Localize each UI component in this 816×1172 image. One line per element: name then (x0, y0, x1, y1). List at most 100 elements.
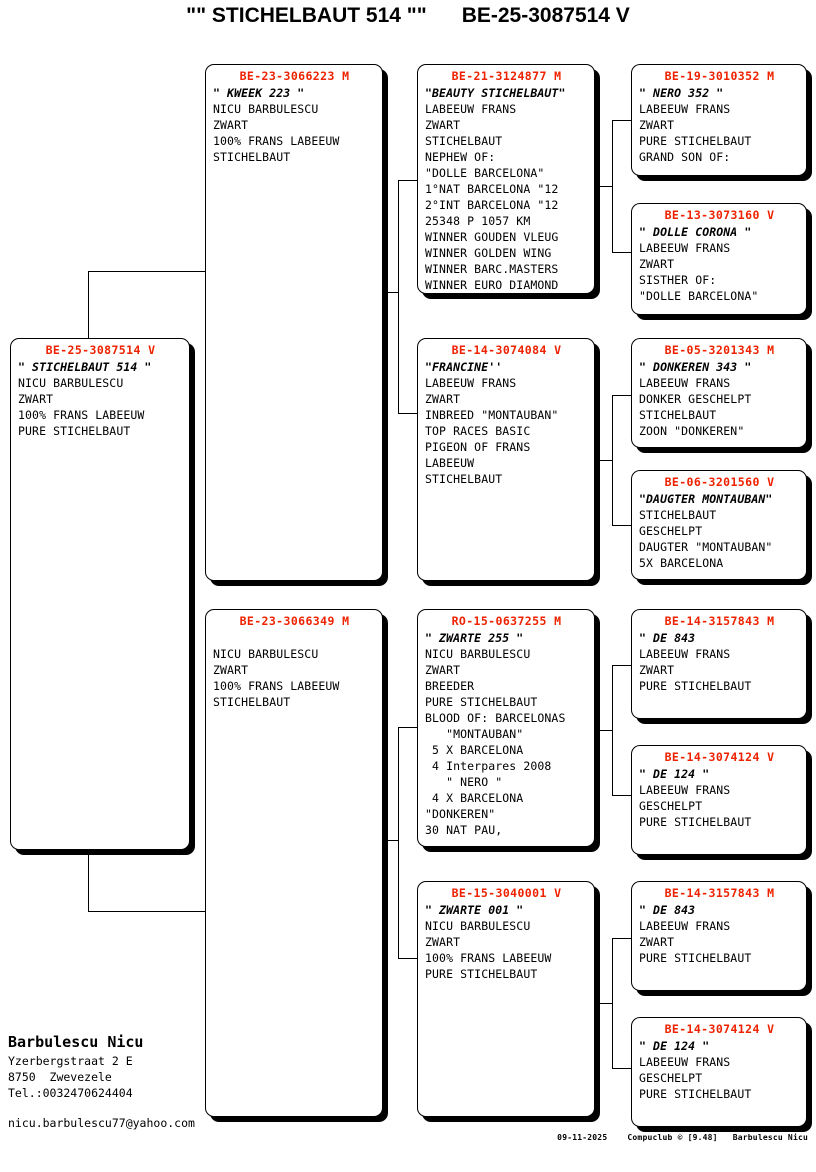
pedigree-box-g4-1[interactable]: BE-19-3010352 M " NERO 352 "LABEEUW FRAN… (631, 64, 807, 176)
detail-line: STICHELBAUT (213, 150, 291, 164)
detail-line: SISTHER OF: (639, 273, 717, 287)
detail-line: WINNER GOLDEN WING (425, 246, 552, 260)
detail-line: ZWART (213, 663, 249, 677)
detail-line: 1°NAT BARCELONA "12 (425, 182, 559, 196)
detail-line: LABEEUW FRANS (639, 919, 731, 933)
detail-line: ZWART (213, 118, 249, 132)
detail-line: "BEAUTY STICHELBAUT" (425, 86, 566, 100)
detail-line: 2°INT BARCELONA "12 (425, 198, 559, 212)
detail-line: PURE STICHELBAUT (639, 134, 752, 148)
detail-line: 4 Interpares 2008 (425, 759, 552, 773)
detail-line: LABEEUW FRANS (639, 647, 731, 661)
ring-number: BE-14-3157843 M (664, 886, 775, 900)
detail-line: ZWART (639, 118, 675, 132)
detail-line: " DOLLE CORONA " (639, 225, 752, 239)
detail-line: 100% FRANS LABEEUW (425, 951, 552, 965)
detail-line: NEPHEW OF: (425, 150, 496, 164)
detail-line: LABEEUW FRANS (639, 783, 731, 797)
connector-sire-vertical (398, 180, 399, 413)
detail-line: NICU BARBULESCU (18, 376, 124, 390)
ring-number: BE-14-3074124 V (664, 750, 775, 764)
connector-dam-vertical (398, 727, 399, 958)
detail-line: " ZWARTE 001 " (425, 903, 524, 917)
pedigree-box-subject[interactable]: BE-25-3087514 V " STICHELBAUT 514 " NICU … (10, 338, 190, 850)
detail-line: LABEEUW FRANS (639, 1055, 731, 1069)
connector-sire-in (380, 292, 399, 293)
pedigree-box-g4-3[interactable]: BE-05-3201343 M " DONKEREN 343 "LABEEUW … (631, 338, 807, 448)
detail-line: 30 NAT PAU, (425, 823, 503, 837)
detail-line: " DE 843 (639, 903, 696, 917)
connector-g3-1-up (612, 120, 632, 121)
detail-line: BLOOD OF: BARCELONAS (425, 711, 566, 725)
ring-number: BE-06-3201560 V (664, 475, 775, 489)
detail-line: ZOON "DONKEREN" (639, 424, 745, 438)
detail-line: PURE STICHELBAUT (639, 951, 752, 965)
detail-line: ZWART (425, 663, 461, 677)
detail-line: LABEEUW (425, 456, 475, 470)
pedigree-box-g4-2[interactable]: BE-13-3073160 V " DOLLE CORONA "LABEEUW … (631, 203, 807, 315)
detail-line: PURE STICHELBAUT (425, 967, 538, 981)
detail-line: " KWEEK 223 " (213, 86, 305, 100)
pedigree-box-sire[interactable]: BE-23-3066223 M " KWEEK 223 "NICU BARBUL… (205, 64, 383, 581)
detail-line: " DONKEREN 343 " (639, 360, 752, 374)
ring-number: BE-14-3074084 V (451, 343, 562, 357)
connector-g3-2-in (594, 460, 613, 461)
ring-number: BE-25-3087514 V (45, 343, 156, 357)
detail-line: " DE 843 (639, 631, 696, 645)
owner-street: Yzerbergstraat 2 E (8, 1054, 133, 1068)
detail-line: ZWART (639, 935, 675, 949)
pedigree-box-dam-dam[interactable]: BE-15-3040001 V " ZWARTE 001 "NICU BARBU… (417, 881, 595, 1117)
connector-dam-up (398, 727, 418, 728)
detail-line: LABEEUW FRANS (425, 102, 517, 116)
ring-number: BE-23-3066223 M (239, 69, 350, 83)
detail-line: " STICHELBAUT 514 " (18, 360, 152, 374)
pedigree-box-dam-sire[interactable]: RO-15-0637255 M " ZWARTE 255 " NICU BARBU… (417, 609, 595, 847)
detail-line: STICHELBAUT (425, 472, 503, 486)
detail-line: ZWART (425, 935, 461, 949)
detail-line: LABEEUW FRANS (639, 376, 731, 390)
detail-line: BREEDER (425, 679, 475, 693)
connector-g3-4-down (612, 1068, 632, 1069)
connector-sire-down (398, 413, 418, 414)
connector-dam-in (380, 840, 399, 841)
detail-line: GESCHELPT (639, 1071, 703, 1085)
detail-line: PURE STICHELBAUT (18, 424, 131, 438)
detail-line: "DAUGTER MONTAUBAN" (639, 492, 773, 506)
pedigree-box-g4-4[interactable]: BE-06-3201560 V "DAUGTER MONTAUBAN"STICH… (631, 470, 807, 580)
ring-number: RO-15-0637255 M (451, 614, 562, 628)
detail-line: 5X BARCELONA (639, 556, 724, 570)
detail-line: " ZWARTE 255 " (425, 631, 524, 645)
connector-g3-3-up (612, 665, 632, 666)
detail-line: 100% FRANS LABEEUW (18, 408, 145, 422)
connector-g3-1-in (594, 186, 613, 187)
connector-g3-2-down (612, 525, 632, 526)
pedigree-box-sire-sire[interactable]: BE-21-3124877 M "BEAUTY STICHELBAUT"LABE… (417, 64, 595, 294)
detail-line: "FRANCINE'' (425, 360, 503, 374)
detail-line: GESCHELPT (639, 799, 703, 813)
detail-line: " NERO " (425, 775, 503, 789)
owner-email: nicu.barbulescu77@yahoo.com (8, 1116, 195, 1130)
detail-line: 5 X BARCELONA (425, 743, 524, 757)
detail-line: STICHELBAUT (639, 408, 717, 422)
detail-line: 25348 P 1057 KM (425, 214, 531, 228)
connector-dam-down (398, 958, 418, 959)
detail-line: NICU BARBULESCU (425, 647, 531, 661)
detail-line: 100% FRANS LABEEUW (213, 679, 340, 693)
connector-g3-4-in (594, 1003, 613, 1004)
detail-line: 4 X BARCELONA (425, 791, 524, 805)
detail-line: ZWART (18, 392, 54, 406)
pedigree-box-sire-dam[interactable]: BE-14-3074084 V "FRANCINE''LABEEUW FRANS… (417, 338, 595, 581)
